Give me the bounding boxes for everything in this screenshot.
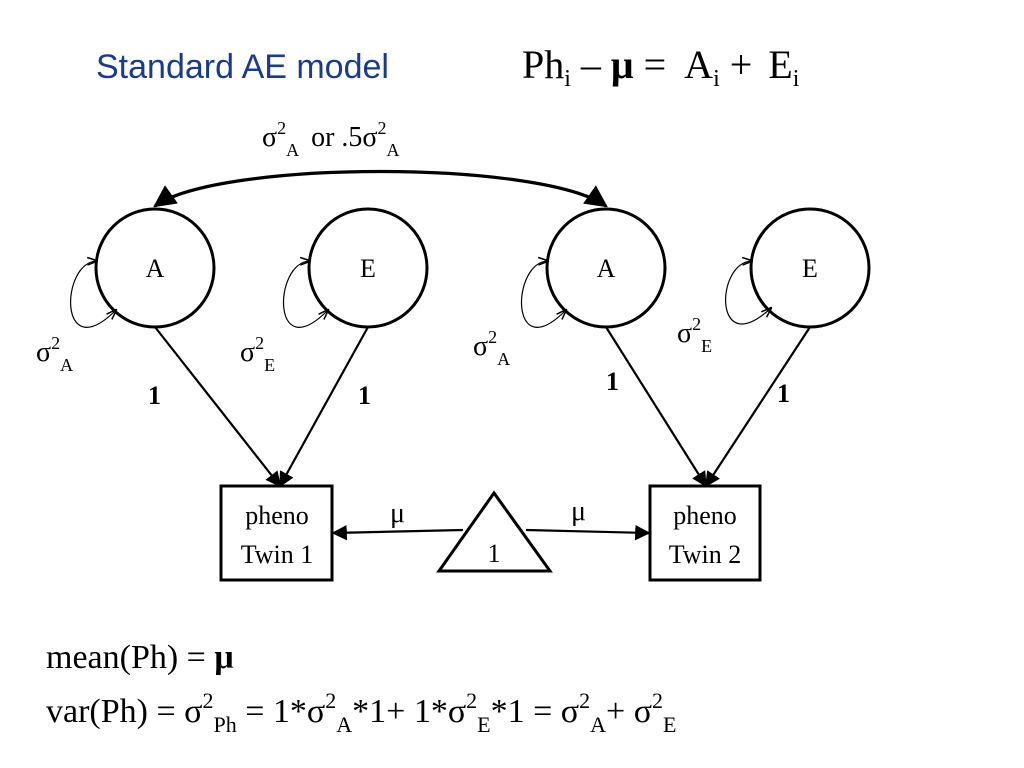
- constant-label: 1: [488, 539, 501, 568]
- twin2-a-variance-label: σ2A: [473, 327, 510, 369]
- twin1-pheno-label: pheno: [245, 501, 309, 530]
- mean-label-twin1: μ: [390, 498, 405, 529]
- twin2-e-label: E: [802, 254, 818, 283]
- mean-formula: mean(Ph) = μ: [46, 639, 234, 676]
- twin2-a-path: [605, 326, 707, 488]
- twin2-e-loading: 1: [777, 379, 790, 408]
- twin1-e-variance-loop: [282, 261, 328, 328]
- twin2-a-loading: 1: [606, 367, 619, 396]
- constant-triangle: [436, 490, 553, 573]
- twin2-e-path: [705, 326, 811, 488]
- mean-path-twin1: [331, 524, 464, 541]
- twin1-a-label: A: [146, 254, 165, 283]
- twin1-a-variance-loop: [70, 261, 116, 328]
- twin1-e-path: [279, 326, 369, 488]
- mean-path-twin2: [525, 524, 651, 541]
- twin1-a-loading: 1: [148, 381, 161, 410]
- twin2-e-variance-label: σ2E: [677, 314, 712, 356]
- twin1-e-variance-label: σ2E: [240, 333, 275, 375]
- twin1-a-variance-label: σ2A: [36, 333, 73, 375]
- twin2-a-label: A: [597, 254, 616, 283]
- twin1-pheno-sublabel: Twin 1: [241, 540, 314, 569]
- covariance-arc: [153, 169, 608, 208]
- twin2-pheno-label: pheno: [673, 501, 737, 530]
- variance-formula: var(Ph) = σ2Ph = 1*σ2A*1+ 1*σ2E*1 = σ2A+…: [46, 688, 676, 737]
- twin1-e-loading: 1: [358, 381, 371, 410]
- twin1-a-path: [154, 326, 281, 488]
- twin2-a-variance-loop: [520, 261, 566, 328]
- mean-label-twin2: μ: [571, 496, 586, 527]
- twin2-e-variance-loop: [725, 261, 771, 325]
- slide-title: Standard AE model: [96, 48, 389, 86]
- twin2-pheno-sublabel: Twin 2: [669, 540, 742, 569]
- twin1-e-label: E: [360, 254, 376, 283]
- model-equation: Phi – μ = Ai + Ei: [522, 42, 800, 92]
